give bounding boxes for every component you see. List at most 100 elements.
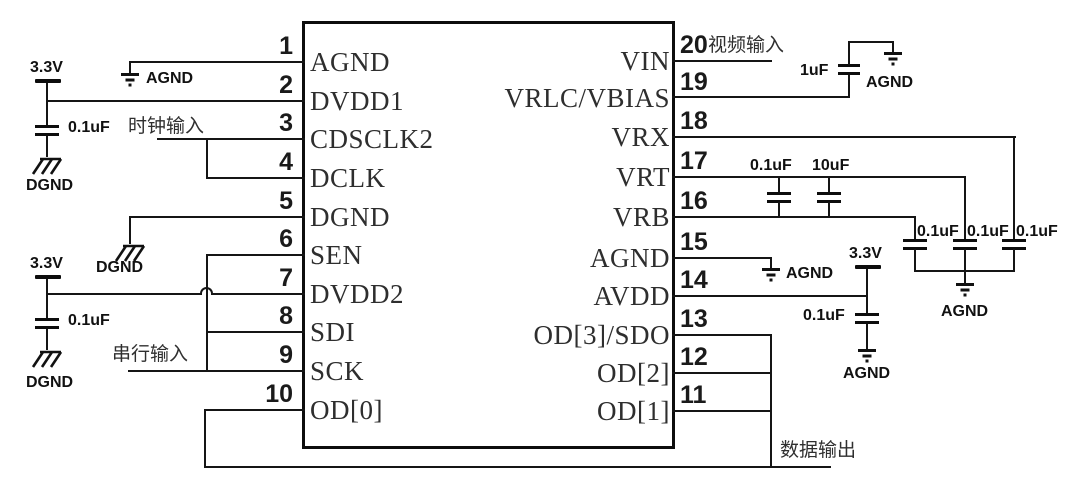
net-video-input-label: 视频输入	[708, 35, 785, 56]
wire-avdd-stem-upper	[866, 269, 868, 314]
pin-1-number: 1	[279, 32, 293, 60]
wire-pin12-lead	[672, 372, 772, 374]
cap-avdd-plate-top	[855, 313, 879, 316]
net-clock-input-label: 时钟输入	[128, 116, 205, 137]
pin-17-label: VRT	[616, 162, 670, 192]
pin-13-number: 13	[680, 305, 708, 333]
wire-pin15-lead	[672, 257, 772, 259]
wire-pin2-lead	[46, 100, 305, 102]
cap-tl-100n-label: 0.1uF	[68, 119, 110, 136]
wire-vrb-drop	[914, 216, 916, 240]
pin-6-number: 6	[279, 225, 293, 253]
wire-capA-top-lead	[778, 176, 780, 193]
wire-pin3-lead	[157, 138, 305, 140]
cap-tl-100n-plate-bottom	[35, 133, 59, 136]
pin-6-label: SEN	[310, 240, 363, 270]
supply-3v3-top-left-label: 3.3V	[30, 59, 63, 76]
agnd-pin1-label: AGND	[146, 70, 194, 87]
wire-pin18-lead	[672, 136, 1016, 138]
dgnd-pin5-label: DGND	[96, 259, 144, 276]
wire-pin7-lead-right	[213, 293, 305, 295]
cap-vrt2-100n-label: 0.1uF	[967, 223, 1009, 240]
cap-tl-100n-plate-top	[35, 125, 59, 128]
wire-pin11-lead	[672, 410, 772, 412]
pin-14-number: 14	[680, 266, 708, 294]
pin-15-label: AGND	[590, 243, 670, 273]
pin-9-number: 9	[279, 341, 293, 369]
wire-agnd-tr-stem	[892, 41, 894, 52]
wire-cap-right1-bottom-lead	[914, 249, 916, 272]
agnd-symbol-top-right	[884, 52, 902, 66]
cap-vrb-100n-label: 0.1uF	[917, 223, 959, 240]
pin-4-number: 4	[279, 148, 293, 176]
wire-right-caps-ground-rail	[914, 270, 1015, 272]
wire-pin6-lead	[206, 254, 305, 256]
supply-3v3-bottom-left-label: 3.3V	[30, 255, 63, 272]
agnd-symbol-right-caps	[956, 283, 974, 297]
cap-right1-plate-top	[903, 239, 927, 242]
pin-3-label: CDSCLK2	[310, 124, 434, 154]
supply-3v3-top-left-bar	[35, 79, 61, 83]
dgnd-symbol-bottom-left	[31, 350, 63, 368]
cap-right3-plate-top	[1002, 239, 1026, 242]
cap-bl-100n-plate-top	[35, 318, 59, 321]
wire-pin1-agnd-stem	[129, 61, 131, 73]
pin-8-label: SDI	[310, 317, 356, 347]
agnd-right-caps-label: AGND	[941, 303, 989, 320]
agnd-symbol-avdd	[858, 349, 876, 363]
wire-bl-supply-stem-upper	[46, 279, 48, 319]
wire-output-bus-bottom-rail	[204, 466, 831, 468]
wire-cap1u-bottom-lead	[848, 75, 850, 97]
pin-19-label: VRLC/VBIAS	[504, 83, 670, 113]
pin-14-label: AVDD	[593, 281, 670, 311]
pin-4-label: DCLK	[310, 163, 386, 193]
net-data-output-label: 数据输出	[780, 440, 857, 461]
wire-vrt-drop	[964, 176, 966, 240]
pin-19-number: 19	[680, 68, 708, 96]
wire-pin9-lead	[128, 370, 305, 372]
cap-vrt-10u-plate-top	[817, 192, 841, 195]
dgnd-symbol-pin5	[114, 244, 146, 262]
wire-tl-supply-stem-lower	[46, 136, 48, 157]
cap-vrt-10u-label: 10uF	[812, 157, 850, 174]
pin-10-number: 10	[265, 380, 293, 408]
wire-output-bus-vertical	[770, 334, 772, 468]
wire-pin1-lead	[130, 61, 305, 63]
wire-pin10-lead	[205, 409, 305, 411]
cap-vrt-100n-plate-top	[767, 192, 791, 195]
cap-bl-100n-label: 0.1uF	[68, 312, 110, 329]
cap-avdd-plate-bottom	[855, 321, 879, 324]
pin-16-number: 16	[680, 187, 708, 215]
wire-pin7-lead-left	[46, 293, 201, 295]
pin-1-label: AGND	[310, 47, 390, 77]
wire-pin16-lead	[672, 216, 916, 218]
pin-8-number: 8	[279, 302, 293, 330]
agnd-pin15-label: AGND	[786, 265, 834, 282]
pin-20-number: 20	[680, 31, 708, 59]
net-serial-input-label: 串行输入	[112, 344, 189, 365]
cap-bl-100n-plate-bottom	[35, 326, 59, 329]
wire-tl-supply-stem-upper	[46, 83, 48, 126]
pin-16-label: VRB	[612, 202, 670, 232]
pin-7-label: DVDD2	[310, 279, 404, 309]
wire-avdd-stem-lower	[866, 324, 868, 349]
pin-5-label: DGND	[310, 202, 390, 232]
wire-capA-bottom-lead	[778, 202, 780, 218]
cap-right1-plate-bottom	[903, 247, 927, 250]
pin-12-label: OD[2]	[597, 358, 670, 388]
pin-2-number: 2	[279, 71, 293, 99]
cap-1u-plate-bottom	[838, 72, 860, 75]
wire-capB-bottom-lead	[828, 202, 830, 218]
cap-right2-plate-top	[953, 239, 977, 242]
wire-cap1u-top-lead	[848, 41, 850, 65]
wire-bl-supply-stem-lower	[46, 329, 48, 350]
cap-avdd-100n-label: 0.1uF	[803, 307, 845, 324]
pin-9-label: SCK	[310, 356, 365, 386]
pin-17-number: 17	[680, 147, 708, 175]
cap-vrt-100n-plate-bottom	[767, 200, 791, 203]
pin-12-number: 12	[680, 343, 708, 371]
wire-vrx-drop	[1013, 136, 1015, 240]
pin-10-label: OD[0]	[310, 395, 383, 425]
wire-serial-bus	[206, 254, 208, 372]
wire-pin10-drop	[204, 409, 206, 468]
